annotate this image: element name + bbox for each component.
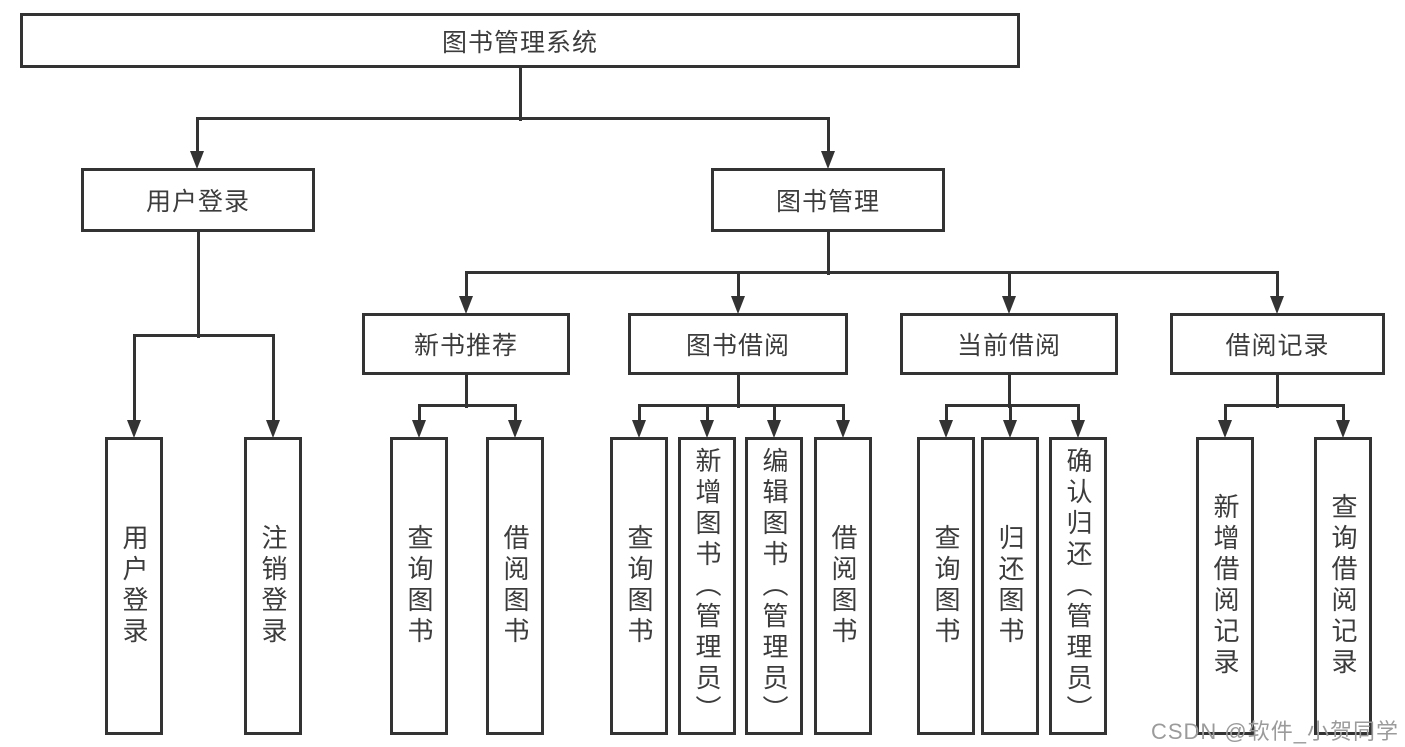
connector-rail: [637, 403, 845, 407]
arrow-down-icon: [1218, 420, 1232, 438]
connector-stem: [736, 375, 740, 408]
arrow-down-icon: [821, 151, 835, 169]
leaf-borrow-query-book: 查询图书: [610, 437, 668, 735]
arrow-down-icon: [266, 420, 280, 438]
connector-drop: [1341, 405, 1345, 425]
arrow-down-icon: [836, 420, 850, 438]
connector-stem: [826, 232, 830, 275]
leaf-recommend-query-book: 查询图书: [390, 437, 448, 735]
leaf-current-return-book: 归还图书: [981, 437, 1039, 735]
arrow-down-icon: [190, 151, 204, 169]
node-label: 归还图书: [995, 524, 1025, 648]
arrow-down-icon: [731, 296, 745, 314]
connector-rail: [132, 333, 275, 337]
node-user-login: 用户登录: [81, 168, 315, 232]
leaf-current-confirm-return-admin: 确认归还（管理员）: [1049, 437, 1107, 735]
arrow-down-icon: [1336, 420, 1350, 438]
arrow-down-icon: [1003, 420, 1017, 438]
node-label: 新增借阅记录: [1210, 493, 1240, 679]
connector-drop: [417, 405, 421, 425]
node-book-borrow: 图书借阅: [628, 313, 848, 375]
arrow-down-icon: [127, 420, 141, 438]
node-label: 借阅图书: [828, 524, 858, 648]
connector-drop: [944, 405, 948, 425]
connector-drop: [1223, 405, 1227, 425]
connector-rail: [944, 403, 1080, 407]
node-label: 编辑图书（管理员）: [759, 446, 789, 726]
connector-drop: [736, 272, 740, 301]
csdn-watermark: CSDN @软件_小贺同学: [1150, 719, 1399, 744]
connector-drop: [132, 335, 136, 425]
arrow-down-icon: [767, 420, 781, 438]
leaf-user-login: 用户登录: [105, 437, 163, 735]
connector-stem: [464, 375, 468, 408]
arrow-down-icon: [632, 420, 646, 438]
connector-drop: [841, 405, 845, 425]
leaf-borrow-borrow-book: 借阅图书: [814, 437, 872, 735]
node-label: 当前借阅: [956, 332, 1061, 360]
connector-drop: [772, 405, 776, 425]
connector-drop: [1008, 405, 1012, 425]
arrow-down-icon: [939, 420, 953, 438]
leaf-borrow-add-book-admin: 新增图书（管理员）: [678, 437, 736, 735]
connector-drop: [513, 405, 517, 425]
leaf-records-query-record: 查询借阅记录: [1314, 437, 1372, 735]
connector-drop: [1275, 272, 1279, 301]
node-label: 查询图书: [931, 524, 961, 648]
node-label: 新增图书（管理员）: [692, 446, 722, 726]
connector-drop: [705, 405, 709, 425]
connector-rail: [195, 116, 830, 120]
connector-stem: [518, 68, 522, 121]
node-current-borrow: 当前借阅: [900, 313, 1118, 375]
node-label: 用户登录: [145, 188, 250, 216]
connector-drop: [826, 118, 830, 156]
arrow-down-icon: [412, 420, 426, 438]
connector-stem: [196, 232, 200, 338]
node-label: 查询图书: [624, 524, 654, 648]
node-borrow-records: 借阅记录: [1170, 313, 1385, 375]
leaf-borrow-edit-book-admin: 编辑图书（管理员）: [745, 437, 803, 735]
leaf-current-query-book: 查询图书: [917, 437, 975, 735]
connector-drop: [464, 272, 468, 301]
connector-rail: [1223, 403, 1345, 407]
arrow-down-icon: [508, 420, 522, 438]
arrow-down-icon: [1002, 296, 1016, 314]
connector-stem: [1275, 375, 1279, 408]
leaf-logout: 注销登录: [244, 437, 302, 735]
node-label: 图书管理: [775, 188, 880, 216]
arrow-down-icon: [459, 296, 473, 314]
connector-stem: [1007, 375, 1011, 408]
node-label: 图书借阅: [685, 332, 790, 360]
arrow-down-icon: [700, 420, 714, 438]
node-label: 注销登录: [258, 524, 288, 648]
node-label: 确认归还（管理员）: [1063, 446, 1093, 726]
connector-drop: [271, 335, 275, 425]
node-new-book-recommend: 新书推荐: [362, 313, 570, 375]
arrow-down-icon: [1071, 420, 1085, 438]
connector-rail: [464, 270, 1279, 274]
connector-drop: [195, 118, 199, 156]
node-label: 查询借阅记录: [1328, 493, 1358, 679]
node-book-management: 图书管理: [711, 168, 945, 232]
connector-rail: [417, 403, 517, 407]
node-label: 新书推荐: [413, 332, 518, 360]
connector-drop: [637, 405, 641, 425]
node-label: 图书管理系统: [441, 28, 598, 57]
node-label: 查询图书: [404, 524, 434, 648]
node-root-system: 图书管理系统: [20, 13, 1020, 68]
arrow-down-icon: [1270, 296, 1284, 314]
node-label: 借阅记录: [1225, 332, 1330, 360]
node-label: 用户登录: [119, 524, 149, 648]
connector-drop: [1076, 405, 1080, 425]
connector-drop: [1007, 272, 1011, 301]
leaf-recommend-borrow-book: 借阅图书: [486, 437, 544, 735]
node-label: 借阅图书: [500, 524, 530, 648]
leaf-records-add-record: 新增借阅记录: [1196, 437, 1254, 735]
